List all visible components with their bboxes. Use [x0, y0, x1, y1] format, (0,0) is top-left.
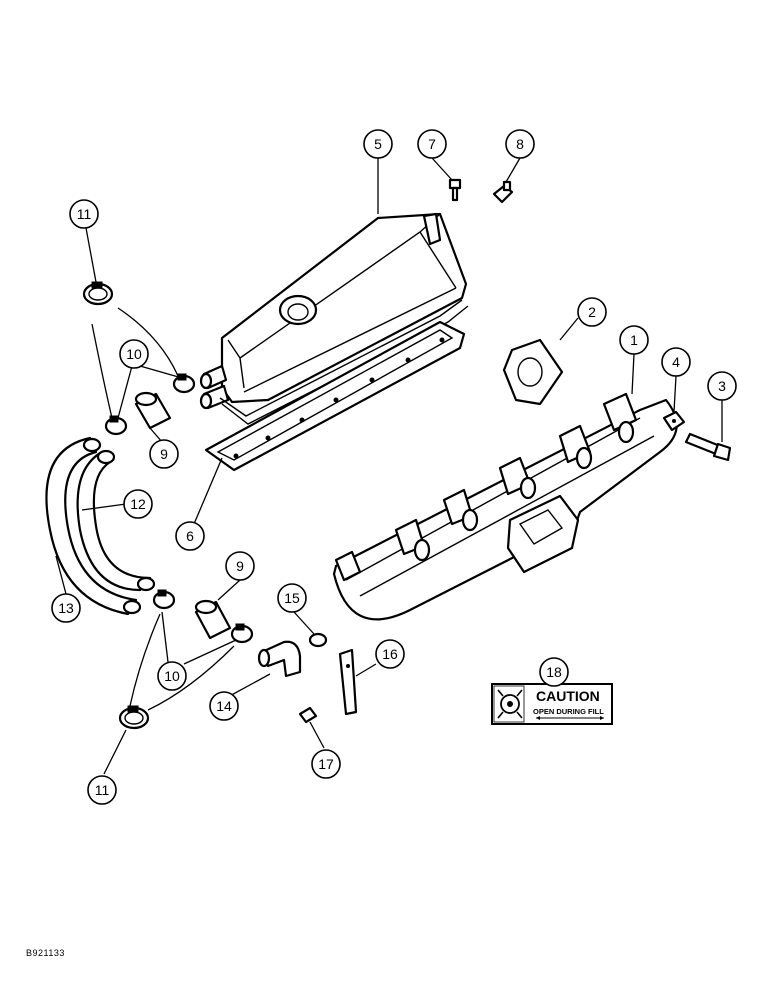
- svg-text:7: 7: [428, 136, 436, 152]
- decal-subtitle: OPEN DURING FILL: [533, 707, 604, 716]
- svg-text:2: 2: [588, 304, 596, 320]
- caution-decal: CAUTION OPEN DURING FILL: [491, 683, 613, 725]
- svg-text:11: 11: [77, 206, 92, 222]
- callout-10-upper: 10: [119, 339, 149, 369]
- svg-text:15: 15: [284, 590, 300, 606]
- svg-text:18: 18: [546, 664, 562, 680]
- callout-8: 8: [505, 129, 535, 159]
- callout-10-lower: 10: [157, 661, 187, 691]
- svg-text:9: 9: [160, 446, 168, 462]
- elbow-fitting-part-14: [257, 640, 302, 678]
- callout-6: 6: [175, 521, 205, 551]
- aftercooler-housing: [199, 212, 469, 425]
- svg-text:17: 17: [318, 756, 334, 772]
- bracket-part-16: [338, 648, 358, 716]
- callout-4: 4: [661, 347, 691, 377]
- svg-text:4: 4: [672, 354, 680, 370]
- fitting-part-8: [492, 180, 514, 204]
- o-ring-part-15: [308, 632, 328, 648]
- callout-17: 17: [311, 749, 341, 779]
- decal-title: CAUTION: [536, 688, 600, 704]
- radiator-cap-icon: [493, 685, 525, 723]
- hose-part-12: [76, 449, 156, 592]
- svg-text:12: 12: [130, 496, 146, 512]
- callout-15: 15: [277, 583, 307, 613]
- svg-text:6: 6: [186, 528, 194, 544]
- manifold-gasket: [502, 338, 564, 406]
- screw-part-17: [298, 706, 318, 724]
- callout-11-upper: 11: [69, 199, 99, 229]
- housing-gasket: [204, 320, 466, 472]
- hose-part-13: [45, 436, 142, 616]
- svg-text:11: 11: [95, 782, 110, 798]
- svg-text:16: 16: [382, 646, 398, 662]
- callout-13: 13: [51, 593, 81, 623]
- svg-text:10: 10: [126, 346, 142, 362]
- callout-18: 18: [539, 657, 569, 687]
- svg-text:8: 8: [516, 136, 524, 152]
- leader-lines: [55, 157, 723, 775]
- svg-text:10: 10: [164, 668, 180, 684]
- hose-clamp-lower: [118, 705, 150, 730]
- callout-11-lower: 11: [87, 775, 117, 805]
- hose-sleeve-lower: [194, 599, 232, 640]
- svg-text:14: 14: [216, 698, 232, 714]
- callout-14: 14: [209, 691, 239, 721]
- exhaust-manifold: [332, 392, 678, 621]
- clamp-10-lower-a: [152, 589, 176, 610]
- svg-text:5: 5: [374, 136, 382, 152]
- callout-12: 12: [123, 489, 153, 519]
- svg-text:9: 9: [236, 558, 244, 574]
- callout-16: 16: [375, 639, 405, 669]
- lock-tab-part-4: [662, 410, 686, 432]
- callout-5: 5: [363, 129, 393, 159]
- hose-sleeve-upper: [134, 391, 172, 430]
- callout-9-lower: 9: [225, 551, 255, 581]
- bolt-part-7: [448, 178, 462, 202]
- svg-text:3: 3: [718, 378, 726, 394]
- callout-3: 3: [707, 371, 737, 401]
- callout-7: 7: [417, 129, 447, 159]
- manifold-bolt-part-3: [684, 432, 732, 462]
- callout-9-upper: 9: [149, 439, 179, 469]
- hose-clamp-upper: [82, 281, 114, 306]
- svg-text:13: 13: [58, 600, 74, 616]
- svg-text:1: 1: [630, 332, 638, 348]
- clamp-10-lower-b: [230, 623, 254, 644]
- drawing-id: B921133: [26, 948, 65, 958]
- clamp-10-upper-a: [104, 415, 128, 436]
- clamp-10-upper-b: [172, 373, 196, 394]
- callout-2: 2: [577, 297, 607, 327]
- callout-1: 1: [619, 325, 649, 355]
